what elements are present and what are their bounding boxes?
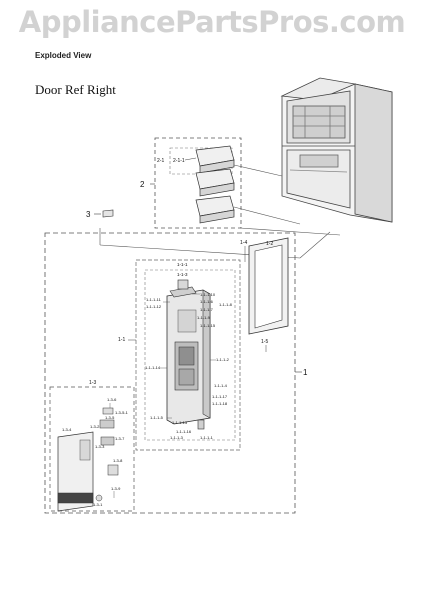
part-3: 3 [86, 209, 114, 219]
door-bin-3 [195, 195, 235, 224]
callout-1-1-1-7: 1-1-1-7 [200, 307, 214, 312]
callout-1-3-5: 1-3-5 [105, 415, 115, 420]
callout-1-3-9: 1-3-9 [111, 486, 121, 491]
callout-1-1-3: 1-1-3 [177, 272, 188, 277]
callout-1-1-1: 1-1-1 [177, 262, 188, 267]
callout-1: 1 [303, 368, 308, 377]
callout-1-1-1-10: 1-1-1-10 [200, 292, 216, 297]
callout-1-1-1-8: 1-1-1-8 [219, 302, 233, 307]
callout-1-1-1-17: 1-1-1-17 [212, 394, 228, 399]
callout-2-1-1: 2-1-1 [173, 158, 185, 164]
site-watermark: AppliancePartsPros.com [18, 5, 406, 39]
door-1-1-1-box [144, 269, 236, 441]
callout-1-1-1-4: 1-1-1-4 [214, 383, 228, 388]
callout-3: 3 [86, 210, 91, 219]
door-body [166, 279, 211, 430]
callout-1-1-1-1: 1-1-1-1 [200, 435, 214, 440]
callout-1-1-1-13: 1-1-1-13 [172, 420, 188, 425]
door-bin-1 [195, 145, 235, 174]
view-subtitle: Exploded View [35, 51, 92, 60]
callout-1-1-1-16: 1-1-1-16 [176, 429, 192, 434]
callout-1-3-7: 1-3-7 [115, 436, 125, 441]
callout-1-4: 1-4 [240, 240, 247, 246]
callout-1-3-8: 1-3-8 [113, 458, 123, 463]
callout-1-3-3: 1-3-3 [95, 444, 105, 449]
door-gasket: 1-2 1-4 1-5 [240, 237, 289, 352]
panel-1-3-box [49, 386, 135, 512]
callout-1-3-6: 1-3-6 [107, 397, 117, 402]
refrigerator-cabinet [280, 77, 393, 223]
callout-1-1-1-6: 1-1-1-6 [200, 299, 214, 304]
front-panel [57, 431, 94, 512]
callout-1-1-1-3: 1-1-1-3 [170, 435, 184, 440]
panel-small-parts [95, 407, 119, 502]
callout-1-1-1-18: 1-1-1-18 [212, 401, 228, 406]
door-1-1-box [135, 259, 241, 451]
callout-1-3-4: 1-3-4 [62, 427, 72, 432]
callout-1-3-2: 1-3-2 [90, 424, 100, 429]
callout-1-1-1-12: 1-1-1-12 [146, 304, 162, 309]
door-callouts: 1-1-1-10 1-1-1-11 1-1-1-12 1-1-1-6 1-1-1… [145, 292, 233, 440]
panel-callouts: 1-3-6 1-3-5 1-3-5-1 1-3-2 1-3-4 1-3-7 1-… [62, 397, 129, 507]
bins-group: 2 2-1 2-1-1 [140, 137, 242, 229]
callout-1-1-1-11: 1-1-1-11 [146, 297, 162, 302]
callout-1-3: 1-3 [89, 380, 96, 386]
callout-1-3-1: 1-3-1 [93, 502, 103, 507]
door-assembly-box [44, 232, 296, 514]
callout-1-1-1-15: 1-1-1-15 [200, 323, 216, 328]
callout-2: 2 [140, 180, 145, 189]
callout-1-1-1-9: 1-1-1-9 [197, 315, 211, 320]
callout-2-1: 2-1 [157, 158, 164, 164]
callout-1-3-5-1: 1-3-5-1 [115, 410, 129, 415]
callout-1-5: 1-5 [261, 339, 268, 345]
callout-1-1-1-2: 1-1-1-2 [216, 357, 230, 362]
callout-1-1: 1-1 [118, 337, 125, 343]
diagram-title: Door Ref Right [35, 82, 116, 97]
callout-1-1-1-14: 1-1-1-14 [145, 365, 161, 370]
callout-1-1-1-5: 1-1-1-5 [150, 415, 164, 420]
callout-1-2: 1-2 [266, 241, 273, 247]
door-bin-2 [195, 168, 235, 197]
